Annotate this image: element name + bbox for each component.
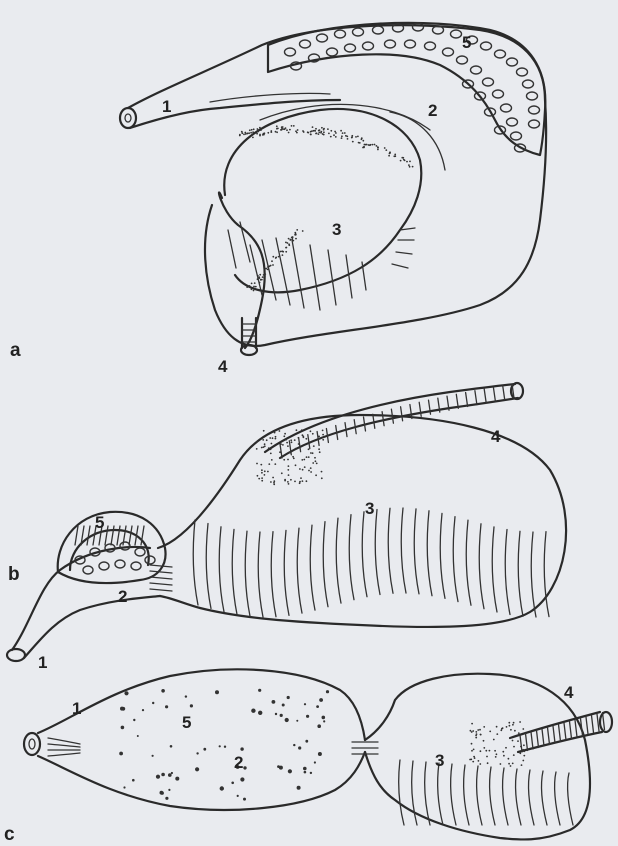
panel-c-stipple-junction	[469, 721, 525, 767]
panel-a: a 1 2 3 4 5	[10, 23, 546, 376]
panel-a-inner-chamber	[224, 109, 421, 292]
panel-b-neck-lower	[24, 596, 160, 658]
panel-c-label-3: 3	[435, 751, 444, 770]
panel-b-label-1: 1	[38, 653, 47, 672]
panel-a-label-1: 1	[162, 97, 171, 116]
panel-c-body-3	[365, 674, 590, 840]
panel-a-letter: a	[10, 340, 21, 361]
panel-a-wall-line	[390, 112, 445, 170]
panel-c-stipple-body	[119, 689, 329, 801]
panel-a-duct-1-opening	[120, 108, 136, 128]
panel-b-duct-4-lower	[280, 398, 518, 458]
panel-a-label-3: 3	[332, 220, 341, 239]
panel-a-cells	[285, 23, 540, 152]
panel-a-hatching	[228, 222, 415, 310]
panel-a-outer-contour	[128, 25, 546, 346]
panel-b: b 1 2 3 4 5	[7, 383, 566, 672]
panel-b-hatching	[150, 508, 549, 617]
panel-a-label-2: 2	[428, 101, 437, 120]
panel-c-label-1: 1	[72, 699, 81, 718]
panel-a-label-4: 4	[218, 357, 228, 376]
panel-b-label-5: 5	[95, 513, 104, 532]
panel-c-duct-4-opening	[600, 712, 612, 732]
panel-c-duct-1-lumen	[29, 739, 35, 749]
panel-b-label-4: 4	[491, 427, 501, 446]
panel-c-duct-1-opening	[24, 733, 40, 755]
panel-c-body-2	[38, 669, 365, 740]
panel-b-label-3: 3	[365, 499, 374, 518]
panel-a-label-5: 5	[462, 33, 471, 52]
panel-b-duct-1-opening	[7, 649, 25, 661]
panel-c-body-2-lower	[38, 752, 365, 810]
panel-b-duct-hatching	[280, 384, 514, 458]
panel-a-duct-1-lumen	[125, 114, 131, 122]
panel-a-duct-4	[241, 318, 257, 355]
panel-c-label-5: 5	[182, 713, 191, 732]
panel-b-letter: b	[8, 564, 20, 585]
panel-b-body-contour	[158, 415, 566, 627]
panel-c-label-4: 4	[564, 683, 574, 702]
panel-c-duct-hatching	[520, 713, 605, 753]
panel-b-label-2: 2	[118, 587, 127, 606]
panel-c: c 1 2 3 4 5	[4, 669, 612, 845]
panel-c-letter: c	[4, 824, 15, 845]
panel-b-cells	[75, 526, 155, 574]
panel-c-label-2: 2	[234, 753, 243, 772]
